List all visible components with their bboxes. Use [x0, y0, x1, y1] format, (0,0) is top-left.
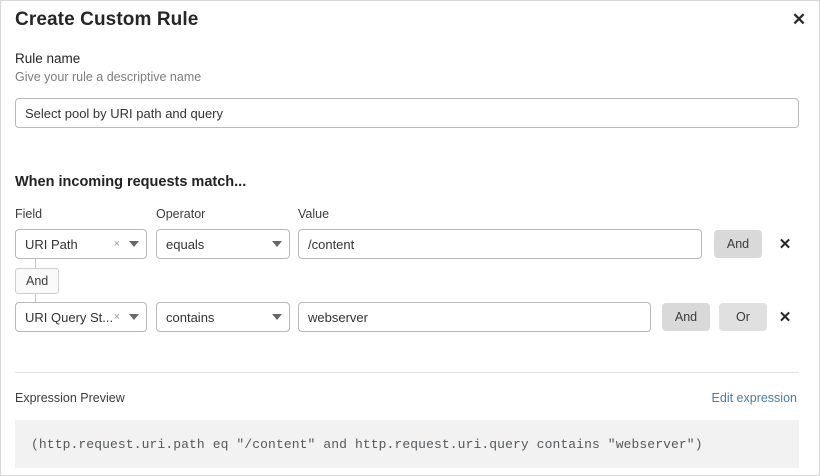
rule-name-section: Rule name Give your rule a descriptive n… [15, 51, 799, 128]
operator-select-row-2[interactable]: contains [156, 302, 290, 332]
expression-preview-code: (http.request.uri.path eq "/content" and… [31, 436, 703, 452]
field-select-row-1[interactable]: URI Path × [15, 229, 147, 259]
expression-preview-label: Expression Preview [15, 391, 125, 405]
condition-connector: And [15, 259, 135, 303]
field-select-row-2[interactable]: URI Query St... × [15, 302, 147, 332]
delete-row-icon-row-2[interactable]: ✕ [778, 309, 792, 326]
and-button-row-1[interactable]: And [714, 230, 762, 258]
chevron-down-icon [129, 241, 139, 247]
edit-expression-link[interactable]: Edit expression [711, 391, 797, 405]
page-title: Create Custom Rule [15, 9, 199, 30]
chevron-down-icon [129, 314, 139, 320]
rule-name-label: Rule name [15, 51, 81, 66]
chevron-down-icon [272, 314, 282, 320]
field-select-value-row-1: URI Path [25, 236, 78, 252]
condition-column-headers: Field Operator Value [1, 207, 819, 223]
condition-row: URI Path × equals And ✕ [1, 229, 819, 259]
rule-name-input[interactable] [15, 98, 799, 128]
column-header-field: Field [15, 207, 43, 221]
rule-name-input-wrapper [15, 98, 799, 128]
operator-select-value-row-1: equals [166, 236, 205, 252]
conditions-heading: When incoming requests match... [15, 174, 247, 190]
field-select-value-row-2: URI Query St... [25, 309, 114, 325]
or-button-row-2[interactable]: Or [719, 303, 767, 331]
connector-and-chip[interactable]: And [15, 268, 60, 294]
column-header-operator: Operator [156, 207, 206, 221]
close-icon[interactable]: ✕ [791, 9, 807, 29]
and-button-row-2[interactable]: And [662, 303, 710, 331]
column-header-value: Value [298, 207, 330, 221]
rule-name-help-text: Give your rule a descriptive name [15, 70, 202, 84]
chevron-down-icon [272, 241, 282, 247]
delete-row-icon-row-1[interactable]: ✕ [778, 236, 792, 253]
section-divider [15, 372, 799, 373]
connector-line-bottom [35, 294, 36, 303]
value-input-row-1[interactable] [298, 229, 702, 259]
operator-select-value-row-2: contains [166, 309, 215, 325]
condition-row: URI Query St... × contains And Or ✕ [1, 302, 819, 332]
clear-icon[interactable]: × [113, 237, 120, 250]
operator-select-row-1[interactable]: equals [156, 229, 290, 259]
value-input-row-2[interactable] [298, 302, 651, 332]
expression-preview-box: (http.request.uri.path eq "/content" and… [15, 420, 799, 468]
clear-icon[interactable]: × [113, 310, 120, 323]
connector-line-top [35, 259, 36, 268]
